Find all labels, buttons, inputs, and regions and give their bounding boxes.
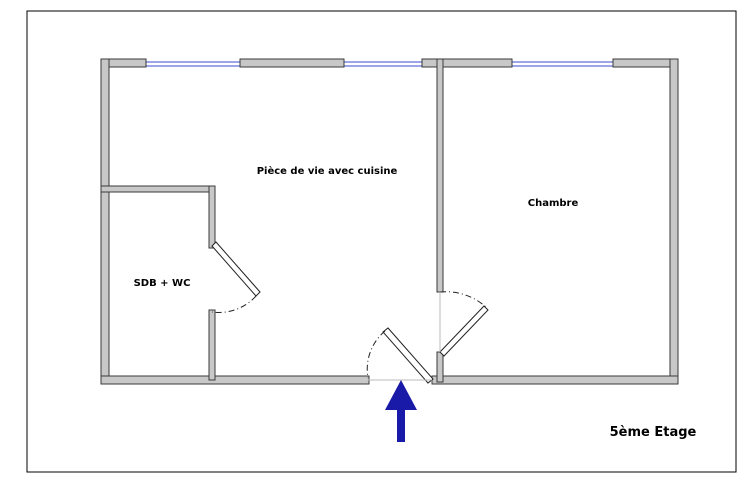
walls: [100, 58, 679, 385]
wall: [421, 58, 513, 68]
room-label-bathroom: SDB + WC: [134, 278, 191, 289]
wall: [612, 58, 679, 68]
wall: [436, 351, 444, 383]
room-label-living: Pièce de vie avec cuisine: [257, 165, 398, 177]
window: [144, 61, 242, 67]
bathroom-door: [211, 241, 261, 313]
wall: [239, 58, 345, 68]
wall: [208, 185, 216, 249]
room-label-bedroom: Chambre: [528, 198, 579, 209]
drawing-frame: [26, 10, 737, 473]
doors: [211, 241, 489, 384]
entrance-door: [366, 327, 434, 384]
wall: [669, 58, 679, 385]
windows: [144, 61, 615, 67]
window: [342, 61, 424, 67]
window: [510, 61, 615, 67]
wall: [208, 309, 216, 381]
wall: [100, 375, 370, 385]
wall: [100, 58, 110, 385]
wall: [431, 375, 679, 385]
bedroom-door: [439, 291, 489, 357]
wall: [100, 185, 216, 193]
floor-label: 5ème Etage: [610, 425, 697, 440]
wall: [436, 58, 444, 293]
up-arrow-icon: [385, 380, 417, 442]
